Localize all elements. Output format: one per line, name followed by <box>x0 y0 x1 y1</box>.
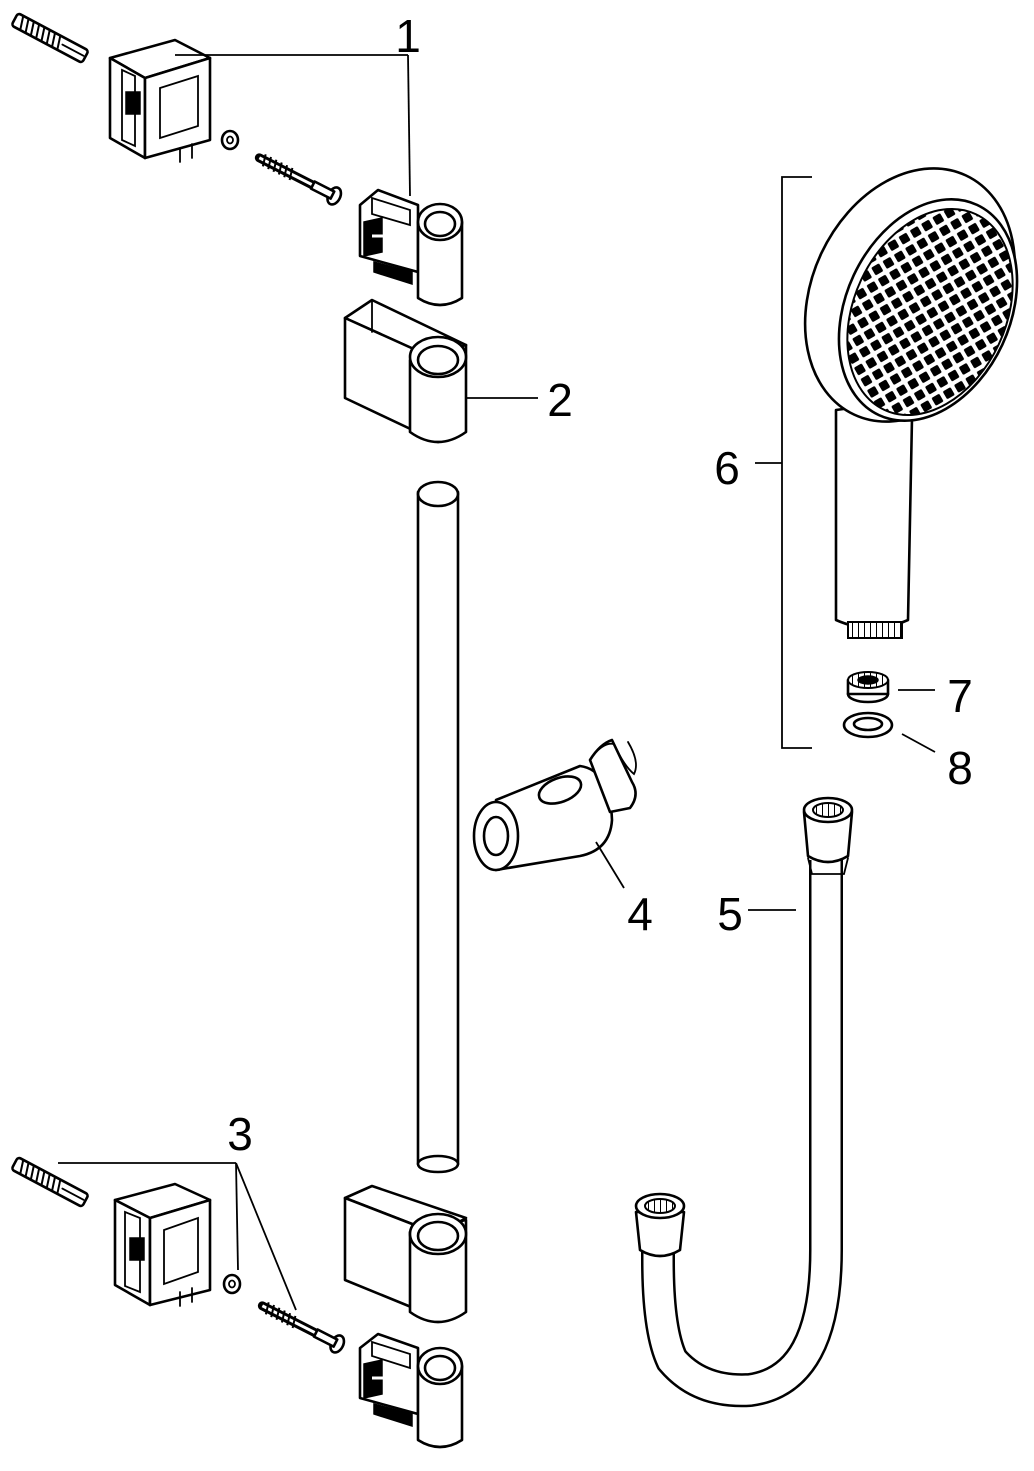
upper-mounting-block <box>108 38 212 163</box>
lower-mounting-block <box>113 1182 212 1307</box>
lower-bar-clip <box>358 1332 464 1449</box>
callout-4: 4 <box>627 888 653 940</box>
callout-1: 1 <box>395 10 421 62</box>
callout-2: 2 <box>547 374 573 426</box>
upper-bar-clip <box>358 188 464 307</box>
lower-wall-plug <box>11 1156 89 1208</box>
upper-wall-plug <box>11 12 89 64</box>
upper-screw <box>254 153 343 206</box>
shower-hose: 5 <box>634 796 854 1408</box>
callout-3: 3 <box>227 1108 253 1160</box>
seal-ring: 8 <box>842 711 973 794</box>
filter-insert: 7 <box>846 670 973 722</box>
callout-6: 6 <box>714 442 740 494</box>
upper-cover: 2 <box>343 298 573 444</box>
callout-7: 7 <box>947 670 973 722</box>
callout-5: 5 <box>717 888 743 940</box>
hand-shower: 6 <box>714 167 1019 639</box>
lower-cover <box>343 1184 468 1324</box>
upper-wall-bracket-set: 1 <box>11 10 464 307</box>
shower-rail <box>416 480 460 1174</box>
hand-shower-bracket <box>755 176 812 749</box>
callout-8: 8 <box>947 742 973 794</box>
lower-screw <box>257 1301 346 1354</box>
lower-wall-bracket-set: 3 <box>11 1108 464 1449</box>
lower-washer <box>222 1273 242 1295</box>
upper-washer <box>220 129 240 151</box>
slider-holder: 4 <box>472 738 653 940</box>
